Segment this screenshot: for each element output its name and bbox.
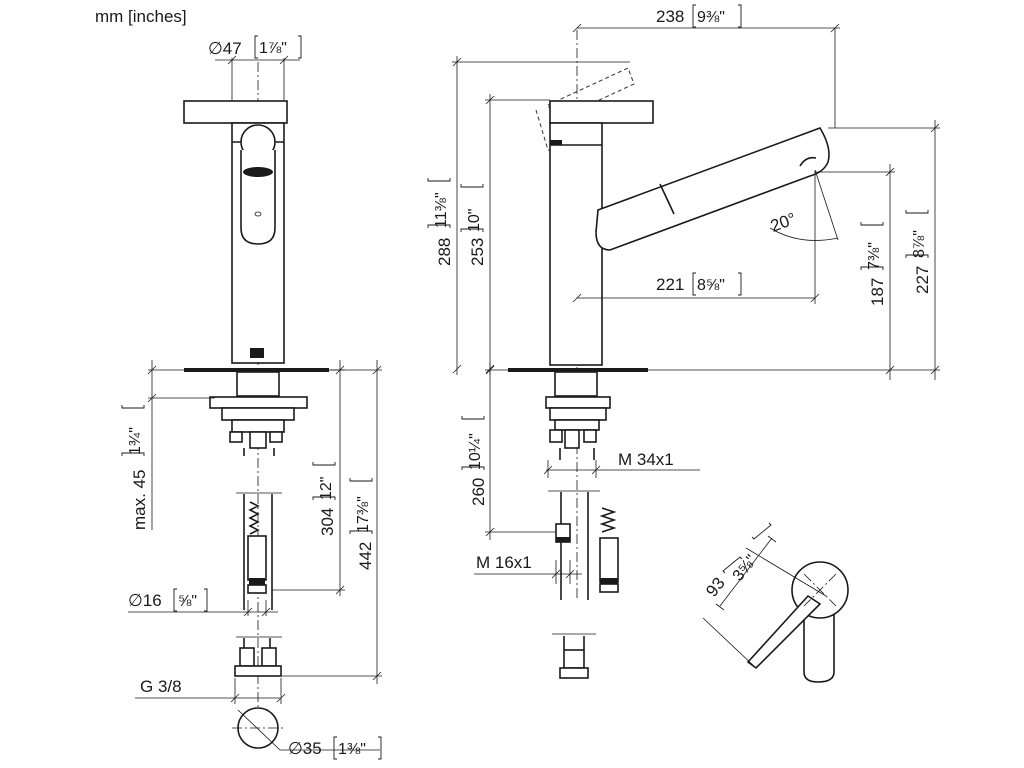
dim-227-in: 8⅞" xyxy=(911,230,928,258)
dim-m16: M 16x1 xyxy=(476,553,532,572)
dim-260: 260 xyxy=(469,478,488,506)
dim-288: 288 xyxy=(435,238,454,266)
dim-d16-in: ⅝" xyxy=(178,593,197,610)
dim-288-in: 11⅜" xyxy=(433,192,450,228)
dim-442-in: 17⅜" xyxy=(355,496,372,533)
front-view: ∅47 1⅞" xyxy=(183,35,329,749)
dim-304-in: 12" xyxy=(318,477,335,500)
dim-d16: ∅16 xyxy=(128,591,162,610)
dim-253-in: 10" xyxy=(466,209,483,232)
dim-221-in: 8⅝" xyxy=(697,277,725,294)
dim-253: 253 xyxy=(468,238,487,266)
side-dimensions: 238 9⅜" 288 11⅜" 253 10" 221 8⅝" 2 xyxy=(427,4,940,584)
dim-93: 93 xyxy=(702,574,729,601)
dim-d35: ∅35 xyxy=(288,739,322,758)
dim-304: 304 xyxy=(318,508,337,536)
dim-221: 221 xyxy=(656,275,684,294)
dim-93-in: 3⅝" xyxy=(730,552,761,584)
dim-max45-in: 1¾" xyxy=(127,427,144,455)
dim-d47: ∅47 xyxy=(208,39,242,58)
dim-d47-in: 1⅞" xyxy=(259,40,287,57)
dim-g38: G 3/8 xyxy=(140,677,182,696)
front-dimensions: max. 45 1¾" 304 12" 442 17⅜" ∅16 ⅝" xyxy=(121,360,382,760)
dim-227: 227 xyxy=(913,266,932,294)
dim-d35-in: 1⅜" xyxy=(338,741,366,758)
dim-angle: 20° xyxy=(768,209,799,236)
dim-238: 238 xyxy=(656,7,684,26)
dim-max45: max. 45 xyxy=(130,470,149,530)
dim-260-in: 10¼" xyxy=(467,433,484,470)
units-note: mm [inches] xyxy=(95,7,187,26)
dim-238-in: 9⅜" xyxy=(697,9,725,26)
dim-187-in: 7⅜" xyxy=(866,242,883,270)
dim-187: 187 xyxy=(868,278,887,306)
dim-m34: M 34x1 xyxy=(618,450,674,469)
side-view xyxy=(508,30,830,679)
top-view xyxy=(746,561,849,683)
dim-442: 442 xyxy=(356,542,375,570)
